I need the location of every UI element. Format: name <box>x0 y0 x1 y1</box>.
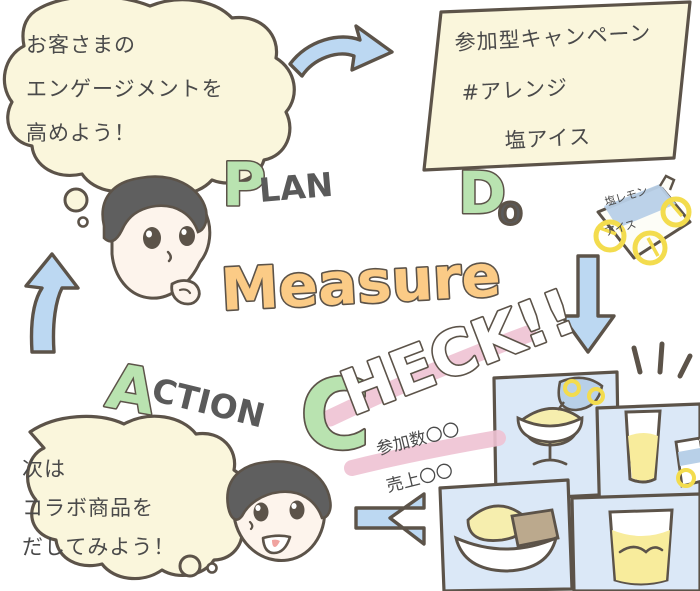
label-do: D O <box>457 158 525 233</box>
plan-initial: P <box>222 150 266 220</box>
label-plan: P LAN <box>221 149 335 222</box>
plan-thought-bubble <box>2 0 296 228</box>
photo-collage <box>438 341 700 591</box>
check-highlight <box>321 325 537 476</box>
photo-bowl-dessert <box>438 478 574 591</box>
action-thought-bubble <box>26 414 251 581</box>
note-line-3: 塩アイス <box>504 125 591 153</box>
do-rest: O <box>498 197 523 231</box>
do-initial: D <box>458 159 506 227</box>
plan-bubble-line-3: 高めよう！ <box>26 121 136 145</box>
photo-parfait <box>492 370 621 502</box>
campaign-note <box>422 0 692 172</box>
arrow-action-to-plan <box>24 252 80 354</box>
measure-word: Measure <box>219 241 502 324</box>
sparkle-marks <box>631 341 693 379</box>
salt-ice-package: 塩レモン アイス <box>593 174 692 266</box>
action-bubble-line-1: 次は <box>22 457 66 481</box>
character-thinking <box>101 175 212 306</box>
check-initial: C <box>300 359 370 471</box>
plan-rest: LAN <box>257 165 334 210</box>
arrow-do-to-check <box>560 254 616 354</box>
photo-glass <box>570 492 700 591</box>
arrow-plan-to-do <box>288 24 394 78</box>
note-line-2: #アレンジ <box>461 75 569 105</box>
character-smiling <box>226 460 332 562</box>
action-bubble-line-2: コラボ商品を <box>22 496 154 520</box>
arrow-check-to-action <box>354 492 426 546</box>
action-bubble-line-3: だしてみよう！ <box>22 535 175 559</box>
plan-bubble-line-2: エンゲージメントを <box>26 77 224 101</box>
plan-bubble-line-1: お客さまの <box>26 33 136 57</box>
